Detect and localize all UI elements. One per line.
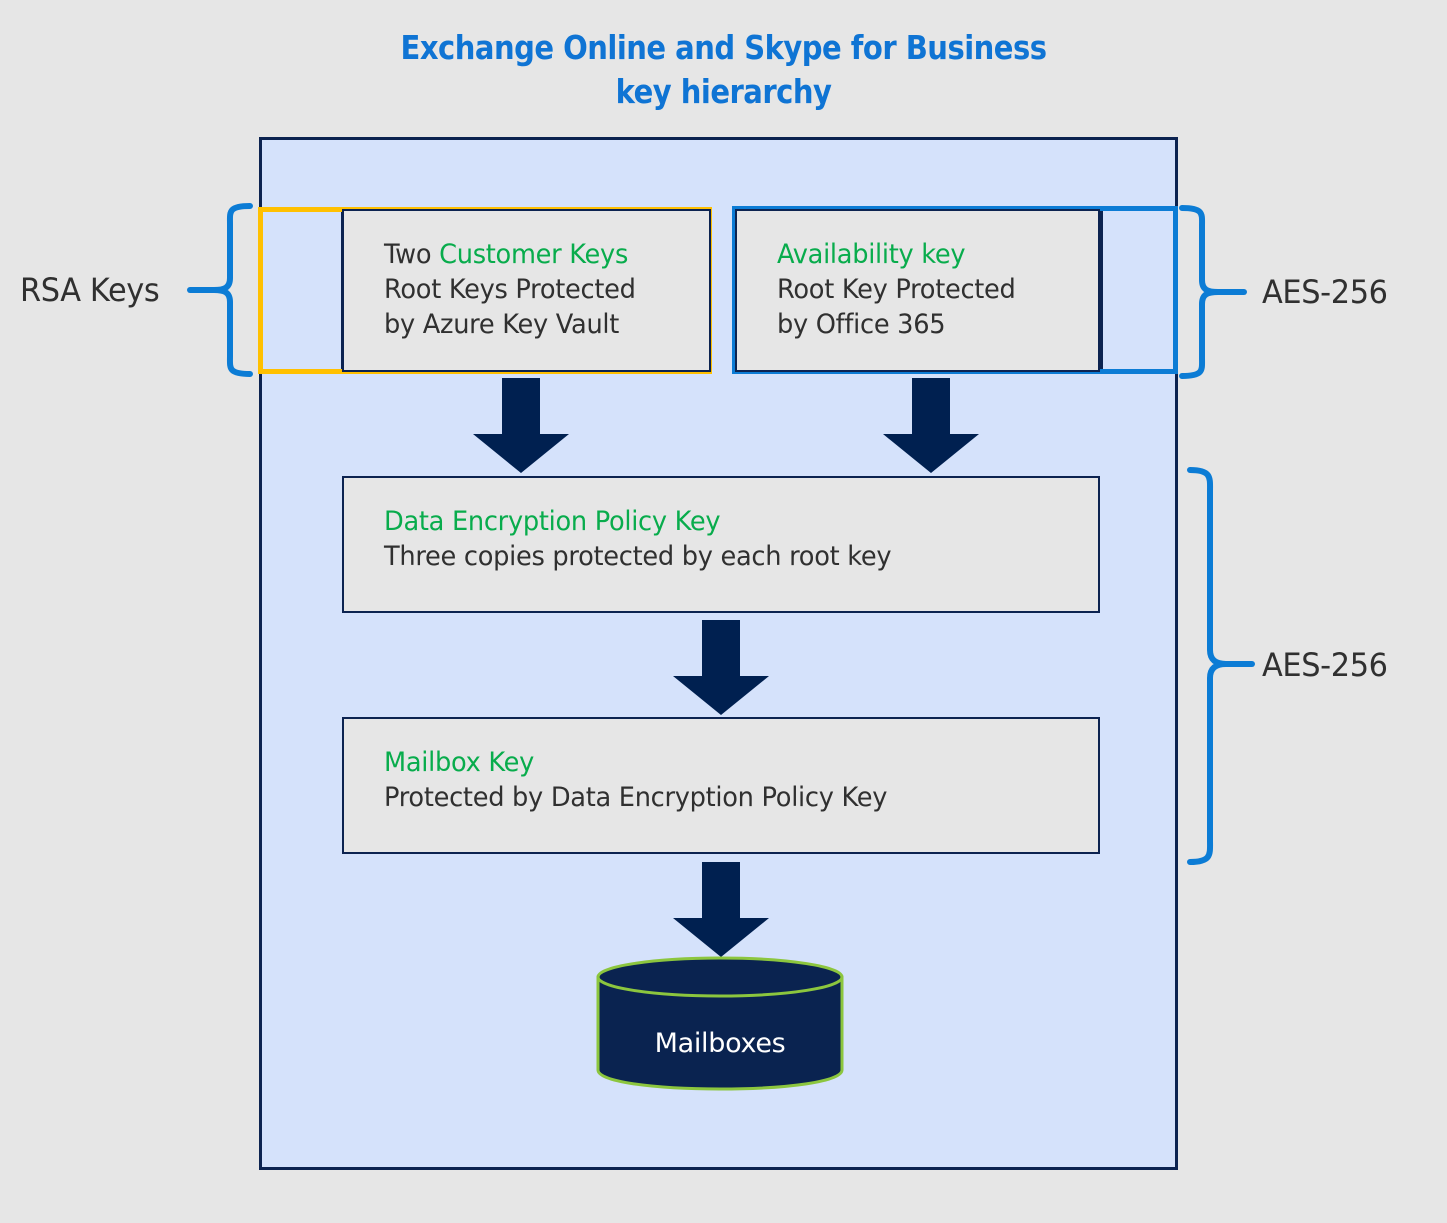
title-line-1: Exchange Online and Skype for Business: [400, 28, 1047, 67]
customer-keys-title-line: Two Customer Keys: [384, 237, 693, 272]
node-customer-keys[interactable]: Two Customer Keys Root Keys Protected by…: [342, 209, 711, 372]
label-aes-256-top: AES-256: [1262, 273, 1388, 311]
brace-aes-256-bottom: [1186, 466, 1256, 866]
title-line-2: key hierarchy: [615, 72, 832, 111]
customer-keys-line-3: by Azure Key Vault: [384, 309, 620, 340]
depk-line-2: Three copies protected by each root key: [384, 541, 892, 572]
node-data-encryption-policy-key[interactable]: Data Encryption Policy Key Three copies …: [342, 476, 1100, 613]
datastore-mailboxes[interactable]: Mailboxes: [595, 955, 845, 1092]
arrow-mailbox-key-to-mailboxes: [666, 862, 776, 958]
divider-right-availability-frame: [1100, 207, 1103, 374]
depk-highlight: Data Encryption Policy Key: [384, 506, 721, 537]
availability-key-line-2: Root Key Protected: [777, 274, 1016, 305]
availability-key-line-3: by Office 365: [777, 309, 946, 340]
availability-key-highlight: Availability key: [777, 239, 966, 270]
label-rsa-keys: RSA Keys: [20, 271, 160, 309]
mailbox-key-highlight: Mailbox Key: [384, 747, 534, 778]
node-mailbox-key[interactable]: Mailbox Key Protected by Data Encryption…: [342, 717, 1100, 854]
page-title: Exchange Online and Skype for Business k…: [87, 26, 1360, 114]
customer-keys-highlight: Customer Keys: [439, 239, 629, 270]
arrow-availability-key-to-depk: [876, 378, 986, 474]
arrow-depk-to-mailbox-key: [666, 620, 776, 716]
node-availability-key[interactable]: Availability key Root Key Protected by O…: [735, 209, 1100, 372]
customer-keys-prefix: Two: [384, 239, 440, 270]
brace-rsa-keys: [187, 202, 253, 378]
label-aes-256-bottom: AES-256: [1262, 646, 1388, 684]
arrow-customer-keys-to-depk: [466, 378, 576, 474]
brace-aes-256-top: [1178, 204, 1248, 380]
mailbox-key-line-2: Protected by Data Encryption Policy Key: [384, 782, 888, 813]
customer-keys-line-2: Root Keys Protected: [384, 274, 636, 305]
